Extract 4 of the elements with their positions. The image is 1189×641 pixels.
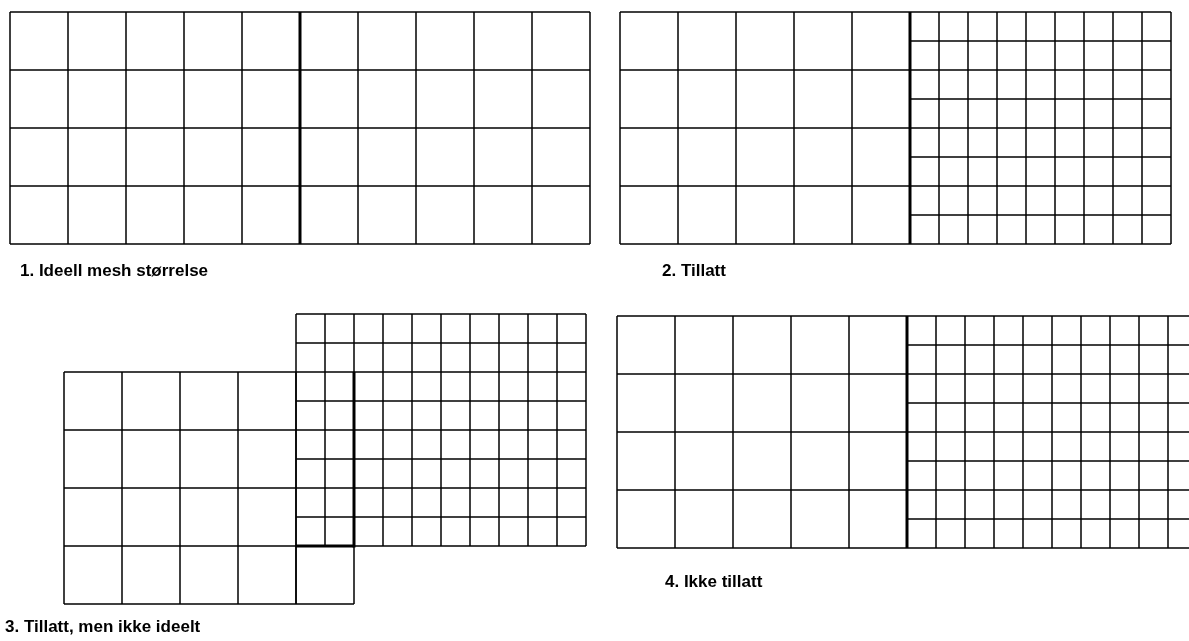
figure-caption: 2. Tillatt <box>662 261 726 281</box>
figure-caption: 1. Ideell mesh størrelse <box>20 261 209 281</box>
figure-caption: 4. Ikke tillatt <box>665 572 763 592</box>
figure-caption: 3. Tillatt, men ikke ideelt <box>5 617 201 637</box>
